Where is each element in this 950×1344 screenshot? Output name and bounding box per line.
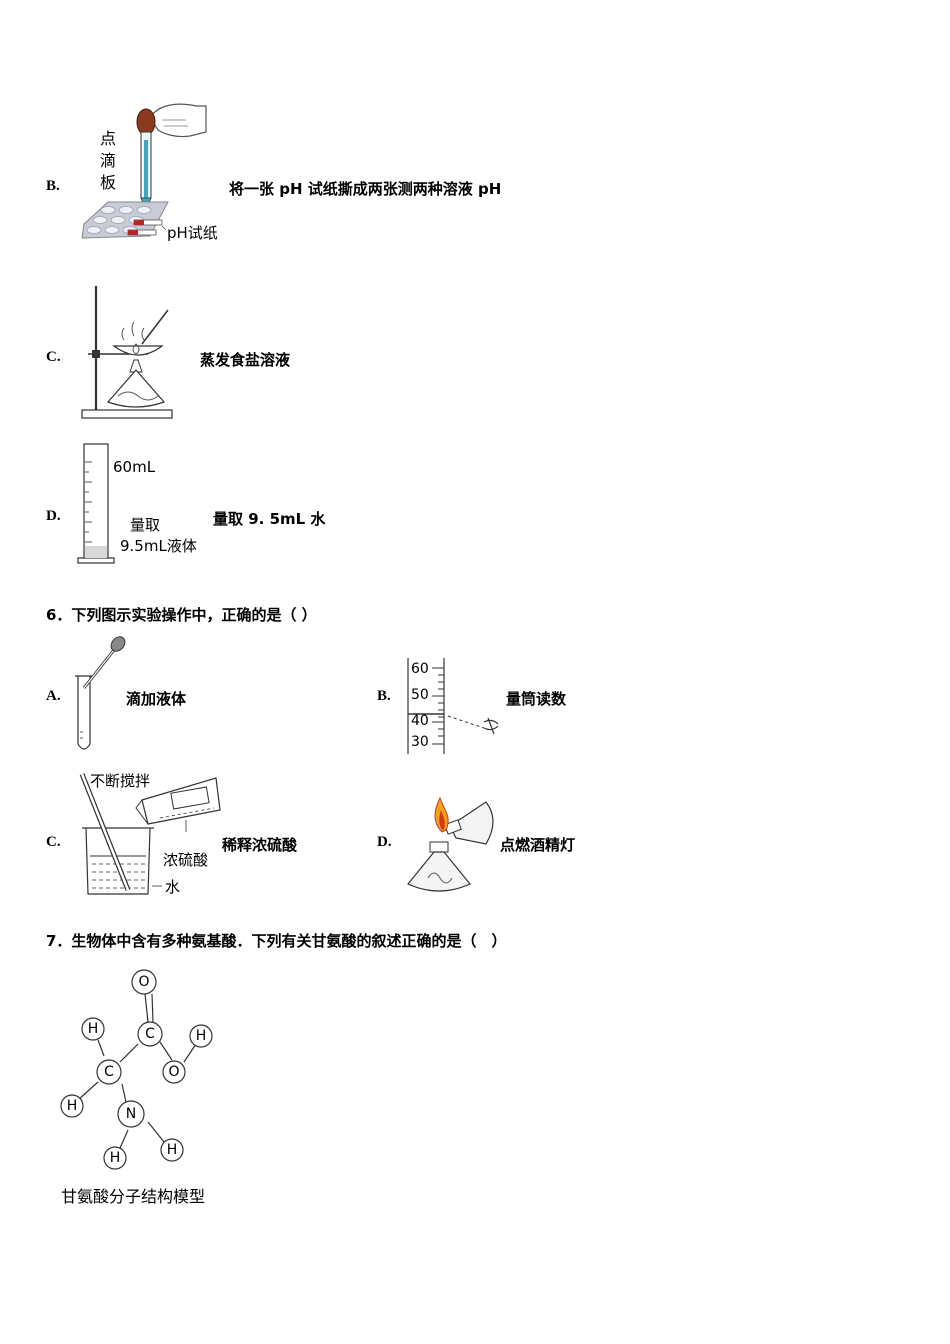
- atom-label-h-left: H: [67, 1098, 78, 1114]
- cylinder-reading-illustration: [407, 658, 499, 754]
- atom-o-top: [131, 969, 157, 995]
- atom-h-left-top: [81, 1017, 105, 1041]
- label-measure: 量取: [130, 516, 161, 534]
- q6-option-b-letter: B.: [377, 688, 391, 704]
- label-60ml: 60mL: [113, 458, 156, 476]
- option-c-letter: C.: [46, 349, 61, 365]
- atom-label-c-lower: C: [104, 1064, 114, 1080]
- q6-option-d-caption: 点燃酒精灯: [500, 836, 576, 854]
- option-d-caption: 量取 9. 5mL 水: [213, 510, 326, 528]
- tick-60: 60: [411, 661, 429, 677]
- q6-option-a-letter: A.: [46, 688, 61, 704]
- light-alcohol-lamp-illustration: [407, 796, 494, 892]
- ph-test-illustration: [81, 103, 207, 239]
- q6-option-d-letter: D.: [377, 834, 392, 850]
- label-keep-stirring: 不断搅拌: [90, 772, 151, 790]
- atom-h-n-right: [160, 1138, 184, 1162]
- atom-label-h-n-right: H: [167, 1142, 178, 1158]
- atom-c-lower: [96, 1059, 122, 1085]
- option-b-letter: B.: [46, 178, 60, 194]
- question-6-title: 6．下列图示实验操作中，正确的是（ ）: [46, 606, 317, 624]
- atom-label-o-right: O: [168, 1064, 179, 1080]
- label-conc-sulfuric-acid: 浓硫酸: [163, 851, 209, 869]
- atom-label-c-upper: C: [145, 1026, 155, 1042]
- atom-h-right: [189, 1024, 213, 1048]
- evaporation-illustration: [81, 286, 173, 419]
- glycine-model-diagram: O C H O H C H N H H: [60, 969, 213, 1170]
- atom-h-bottom: [103, 1146, 127, 1170]
- tick-30: 30: [411, 734, 429, 750]
- atom-label-n: N: [126, 1106, 136, 1122]
- q6-option-a-caption: 滴加液体: [126, 690, 187, 708]
- graduated-cylinder-illustration: [77, 443, 115, 564]
- q6-option-b-caption: 量筒读数: [506, 690, 567, 708]
- label-water: 水: [165, 878, 181, 896]
- label-9-5ml-liquid: 9.5mL液体: [120, 537, 197, 555]
- option-b-caption: 将一张 pH 试纸撕成两张测两种溶液 pH: [229, 180, 502, 198]
- tick-50: 50: [411, 687, 429, 703]
- tick-40: 40: [411, 713, 429, 729]
- dropper-test-tube-illustration: [75, 636, 126, 750]
- option-c-caption: 蒸发食盐溶液: [200, 351, 291, 369]
- atom-label-h-bottom: H: [110, 1150, 121, 1166]
- atom-label-h-right: H: [196, 1028, 207, 1044]
- q6-option-c-caption: 稀释浓硫酸: [222, 836, 298, 854]
- option-d-letter: D.: [46, 508, 61, 524]
- q6-option-c-letter: C.: [46, 834, 61, 850]
- question-7-title: 7．生物体中含有多种氨基酸．下列有关甘氨酸的叙述正确的是（ ）: [46, 932, 507, 950]
- atom-label-o-top: O: [138, 974, 149, 990]
- atom-h-left: [60, 1094, 84, 1118]
- label-ph-paper: pH试纸: [167, 224, 218, 242]
- dilute-acid-illustration: [79, 773, 221, 895]
- atom-c-upper: [137, 1021, 163, 1047]
- atom-label-h-left-top: H: [88, 1021, 99, 1037]
- atom-o-right: [162, 1060, 186, 1084]
- atom-n: [117, 1100, 145, 1128]
- label-spot-plate: 点滴板: [100, 129, 117, 192]
- glycine-model-caption: 甘氨酸分子结构模型: [61, 1187, 206, 1206]
